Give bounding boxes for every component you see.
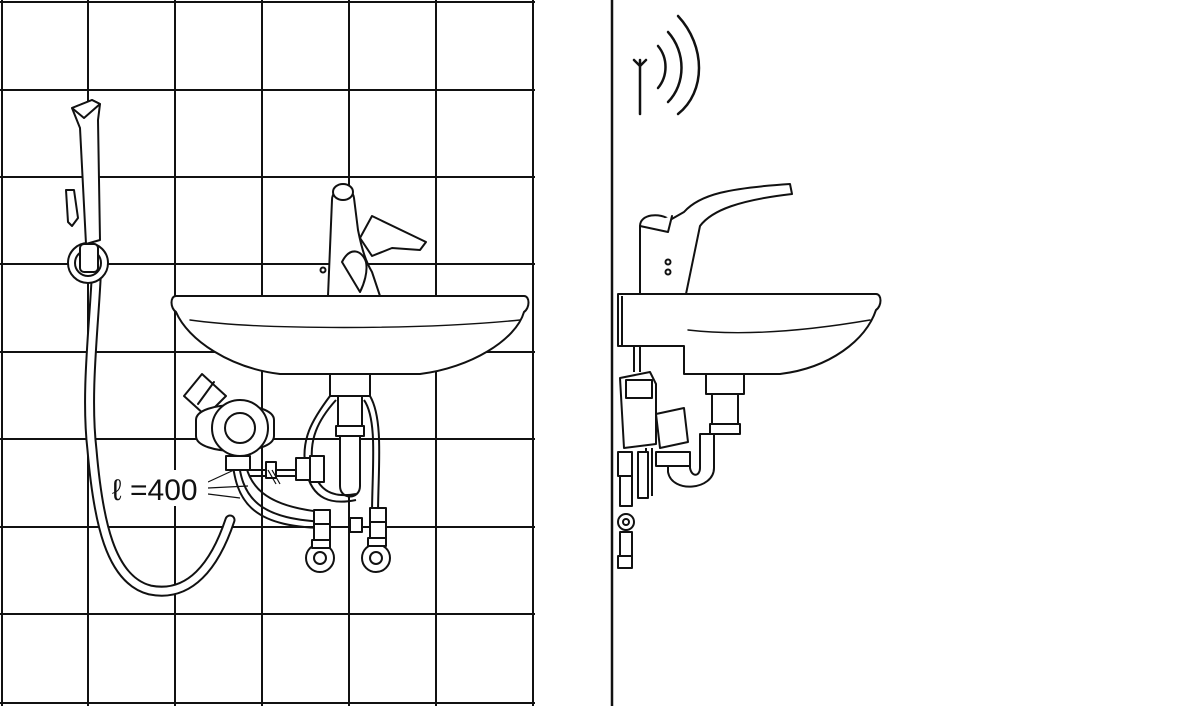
basin-faucet-front <box>319 183 427 297</box>
dimension-label-bg <box>108 470 208 506</box>
angle-valve-right <box>361 521 391 573</box>
angle-valve-left <box>305 523 335 573</box>
basin-faucet-side <box>639 183 793 295</box>
washbasin-front <box>170 295 530 397</box>
pipe-length-label: ℓ =400 <box>112 474 198 507</box>
hand-shower-head <box>65 99 101 245</box>
dimension-leaders <box>207 469 281 499</box>
side-view <box>610 0 882 706</box>
washbasin-side <box>617 293 882 395</box>
thermostatic-mixer-side <box>619 371 689 449</box>
angle-valve-side <box>617 451 649 569</box>
wireless-signal-icon <box>632 14 701 116</box>
drain-trap-side <box>655 393 741 488</box>
drain-trap-front <box>335 395 365 498</box>
pipe-fittings <box>265 455 387 533</box>
shower-hose-inner <box>86 256 234 595</box>
front-view: ℓ =400 <box>0 0 535 706</box>
thermostatic-mixer-front <box>183 373 275 471</box>
hand-shower-holder <box>67 242 109 284</box>
